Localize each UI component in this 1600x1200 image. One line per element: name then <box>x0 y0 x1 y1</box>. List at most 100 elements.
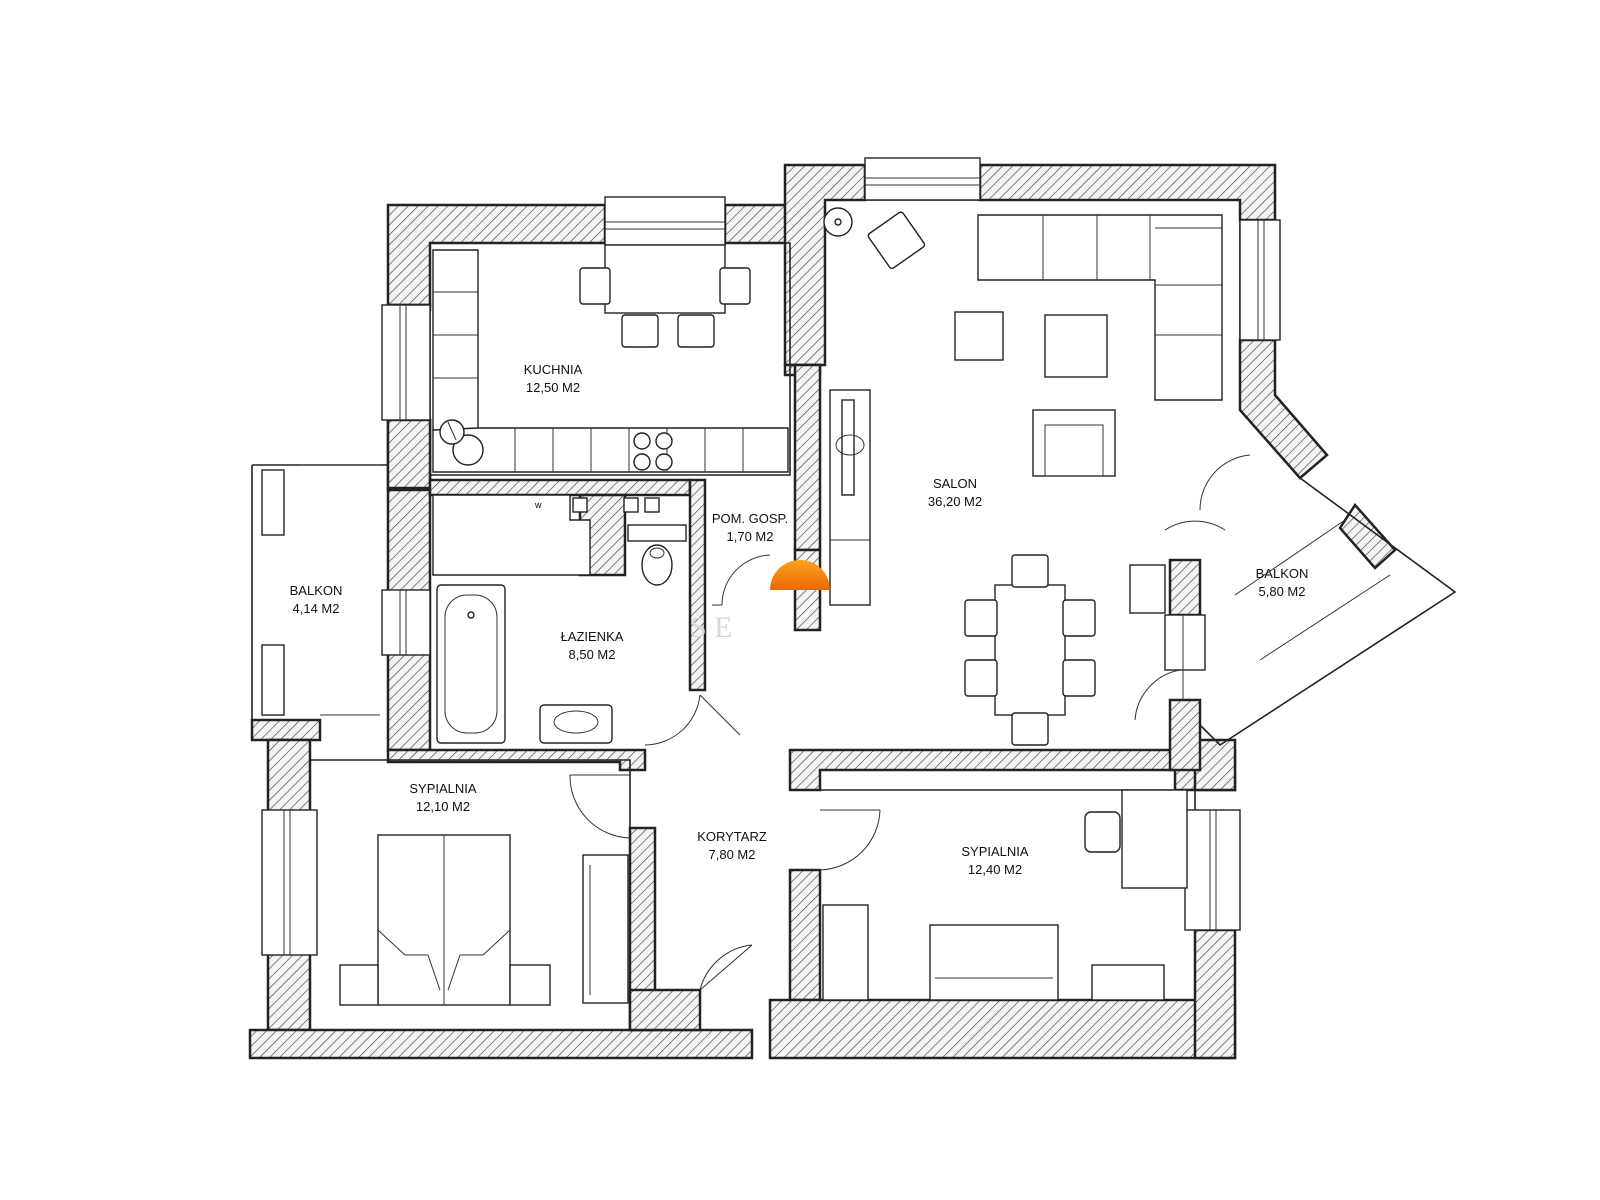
wall-pom-left <box>688 478 707 692</box>
door-balkon-lower <box>1134 669 1181 721</box>
wall-bed-right-bottom <box>768 998 1237 1060</box>
location-marker-icon[interactable] <box>770 560 830 590</box>
label-kuchnia-area: 12,50 M2 <box>526 380 580 395</box>
svg-text:w: w <box>534 500 542 510</box>
chair <box>621 314 659 348</box>
door-pom <box>712 554 771 606</box>
door-bed-right <box>819 809 881 871</box>
room-labels: KUCHNIA 12,50 M2 SALON 36,20 M2 POM. GOS… <box>290 362 1309 877</box>
chair <box>964 599 998 637</box>
label-sypialnia-right-name: SYPIALNIA <box>961 844 1029 859</box>
label-salon-name: SALON <box>933 476 977 491</box>
armchair <box>867 211 926 270</box>
wall-salon-right <box>1238 338 1329 480</box>
bathroom-furniture: w <box>432 494 687 744</box>
corner-sofa <box>977 214 1223 401</box>
kitchen-table <box>604 244 726 314</box>
plant-stand <box>1129 564 1166 614</box>
label-sypialnia-left-name: SYPIALNIA <box>409 781 477 796</box>
sofa-bed <box>929 924 1059 1001</box>
stove-burner <box>633 432 651 450</box>
label-kuchnia-name: KUCHNIA <box>524 362 583 377</box>
wall-salon-balkon-low <box>1168 698 1202 772</box>
door-balkon-upper <box>1199 454 1251 511</box>
label-balkon-right-name: BALKON <box>1256 566 1309 581</box>
wardrobe <box>822 904 869 1001</box>
label-korytarz-area: 7,80 M2 <box>709 847 756 862</box>
label-salon-area: 36,20 M2 <box>928 494 982 509</box>
window-bed-right <box>1184 809 1241 931</box>
wall-bed-right-outer-top <box>1193 738 1237 792</box>
washbasin <box>539 704 613 744</box>
wall-balkon-left-bottom <box>250 718 322 742</box>
label-sypialnia-left-area: 12,10 M2 <box>416 799 470 814</box>
chair <box>579 267 611 305</box>
wall-bath-top <box>428 478 692 497</box>
cabinet <box>1091 964 1165 1001</box>
chair <box>677 314 715 348</box>
door-bed-left <box>569 774 631 839</box>
door-bath <box>644 694 741 746</box>
door-entry <box>699 944 753 991</box>
wall-kitchen-top <box>386 203 607 307</box>
wall-bed-left-bottom <box>248 1028 754 1060</box>
salon-furniture <box>823 207 1223 746</box>
nightstand <box>339 964 379 1006</box>
side-table <box>954 311 1004 361</box>
label-pom-name: POM. GOSP. <box>712 511 788 526</box>
kitchen-furniture <box>432 244 789 473</box>
chair <box>1062 659 1096 697</box>
windows <box>261 157 1281 956</box>
window-salon-top <box>864 157 981 201</box>
label-lazienka-name: ŁAZIENKA <box>561 629 624 644</box>
chair <box>719 267 751 305</box>
sink-icon <box>452 434 484 466</box>
chair <box>1011 712 1049 746</box>
label-balkon-left-area: 4,14 M2 <box>293 601 340 616</box>
chair <box>1062 599 1096 637</box>
label-balkon-right-area: 5,80 M2 <box>1259 584 1306 599</box>
door-balkon-mid <box>1164 520 1226 531</box>
window-salon-right <box>1239 219 1281 341</box>
bedroom-right-furniture <box>822 789 1188 1001</box>
window-salon-balkon <box>1164 614 1206 671</box>
wall-bed-right-left <box>788 868 822 1002</box>
toilet-tank <box>627 524 687 542</box>
window-kitchen-top <box>604 196 726 246</box>
balkon-left-post-bottom <box>261 644 285 716</box>
wall-salon-top-left <box>783 163 867 367</box>
balkon-left-post-top <box>261 469 285 536</box>
wall-kitchen-top-right <box>723 203 792 245</box>
office-chair <box>1084 811 1121 853</box>
balkon-right-rail-2 <box>1259 574 1391 661</box>
tv-icon <box>841 399 855 496</box>
kitchen-counter-bottom <box>432 427 789 473</box>
chair <box>964 659 998 697</box>
wall-salon-balkon <box>1168 558 1202 617</box>
bathtub <box>436 584 506 744</box>
balkon-right-outline <box>1199 477 1457 747</box>
coffee-table <box>1044 314 1108 378</box>
label-korytarz-name: KORYTARZ <box>697 829 767 844</box>
bath-counter <box>432 494 591 576</box>
chair <box>1011 554 1049 588</box>
bedroom-left-furniture <box>339 834 629 1006</box>
wall-bed-right-outer <box>1193 928 1237 1060</box>
toilet-icon <box>641 544 673 586</box>
wall-bed-right-top <box>788 748 1237 792</box>
doors <box>569 454 1251 991</box>
wall-corr-bottom <box>628 988 702 1032</box>
nightstand <box>509 964 551 1006</box>
label-lazienka-area: 8,50 M2 <box>569 647 616 662</box>
desk <box>1121 789 1188 889</box>
wall-kitchen-left-lower <box>386 418 432 490</box>
kitchen-counter-left <box>432 249 479 431</box>
dining-table <box>994 584 1066 716</box>
watermark: S E <box>690 611 733 644</box>
balkon-right-rail <box>1234 519 1346 596</box>
label-pom-area: 1,70 M2 <box>727 529 774 544</box>
label-balkon-left-name: BALKON <box>290 583 343 598</box>
wall-salon-top-right <box>978 163 1277 222</box>
label-sypialnia-right-area: 12,40 M2 <box>968 862 1022 877</box>
